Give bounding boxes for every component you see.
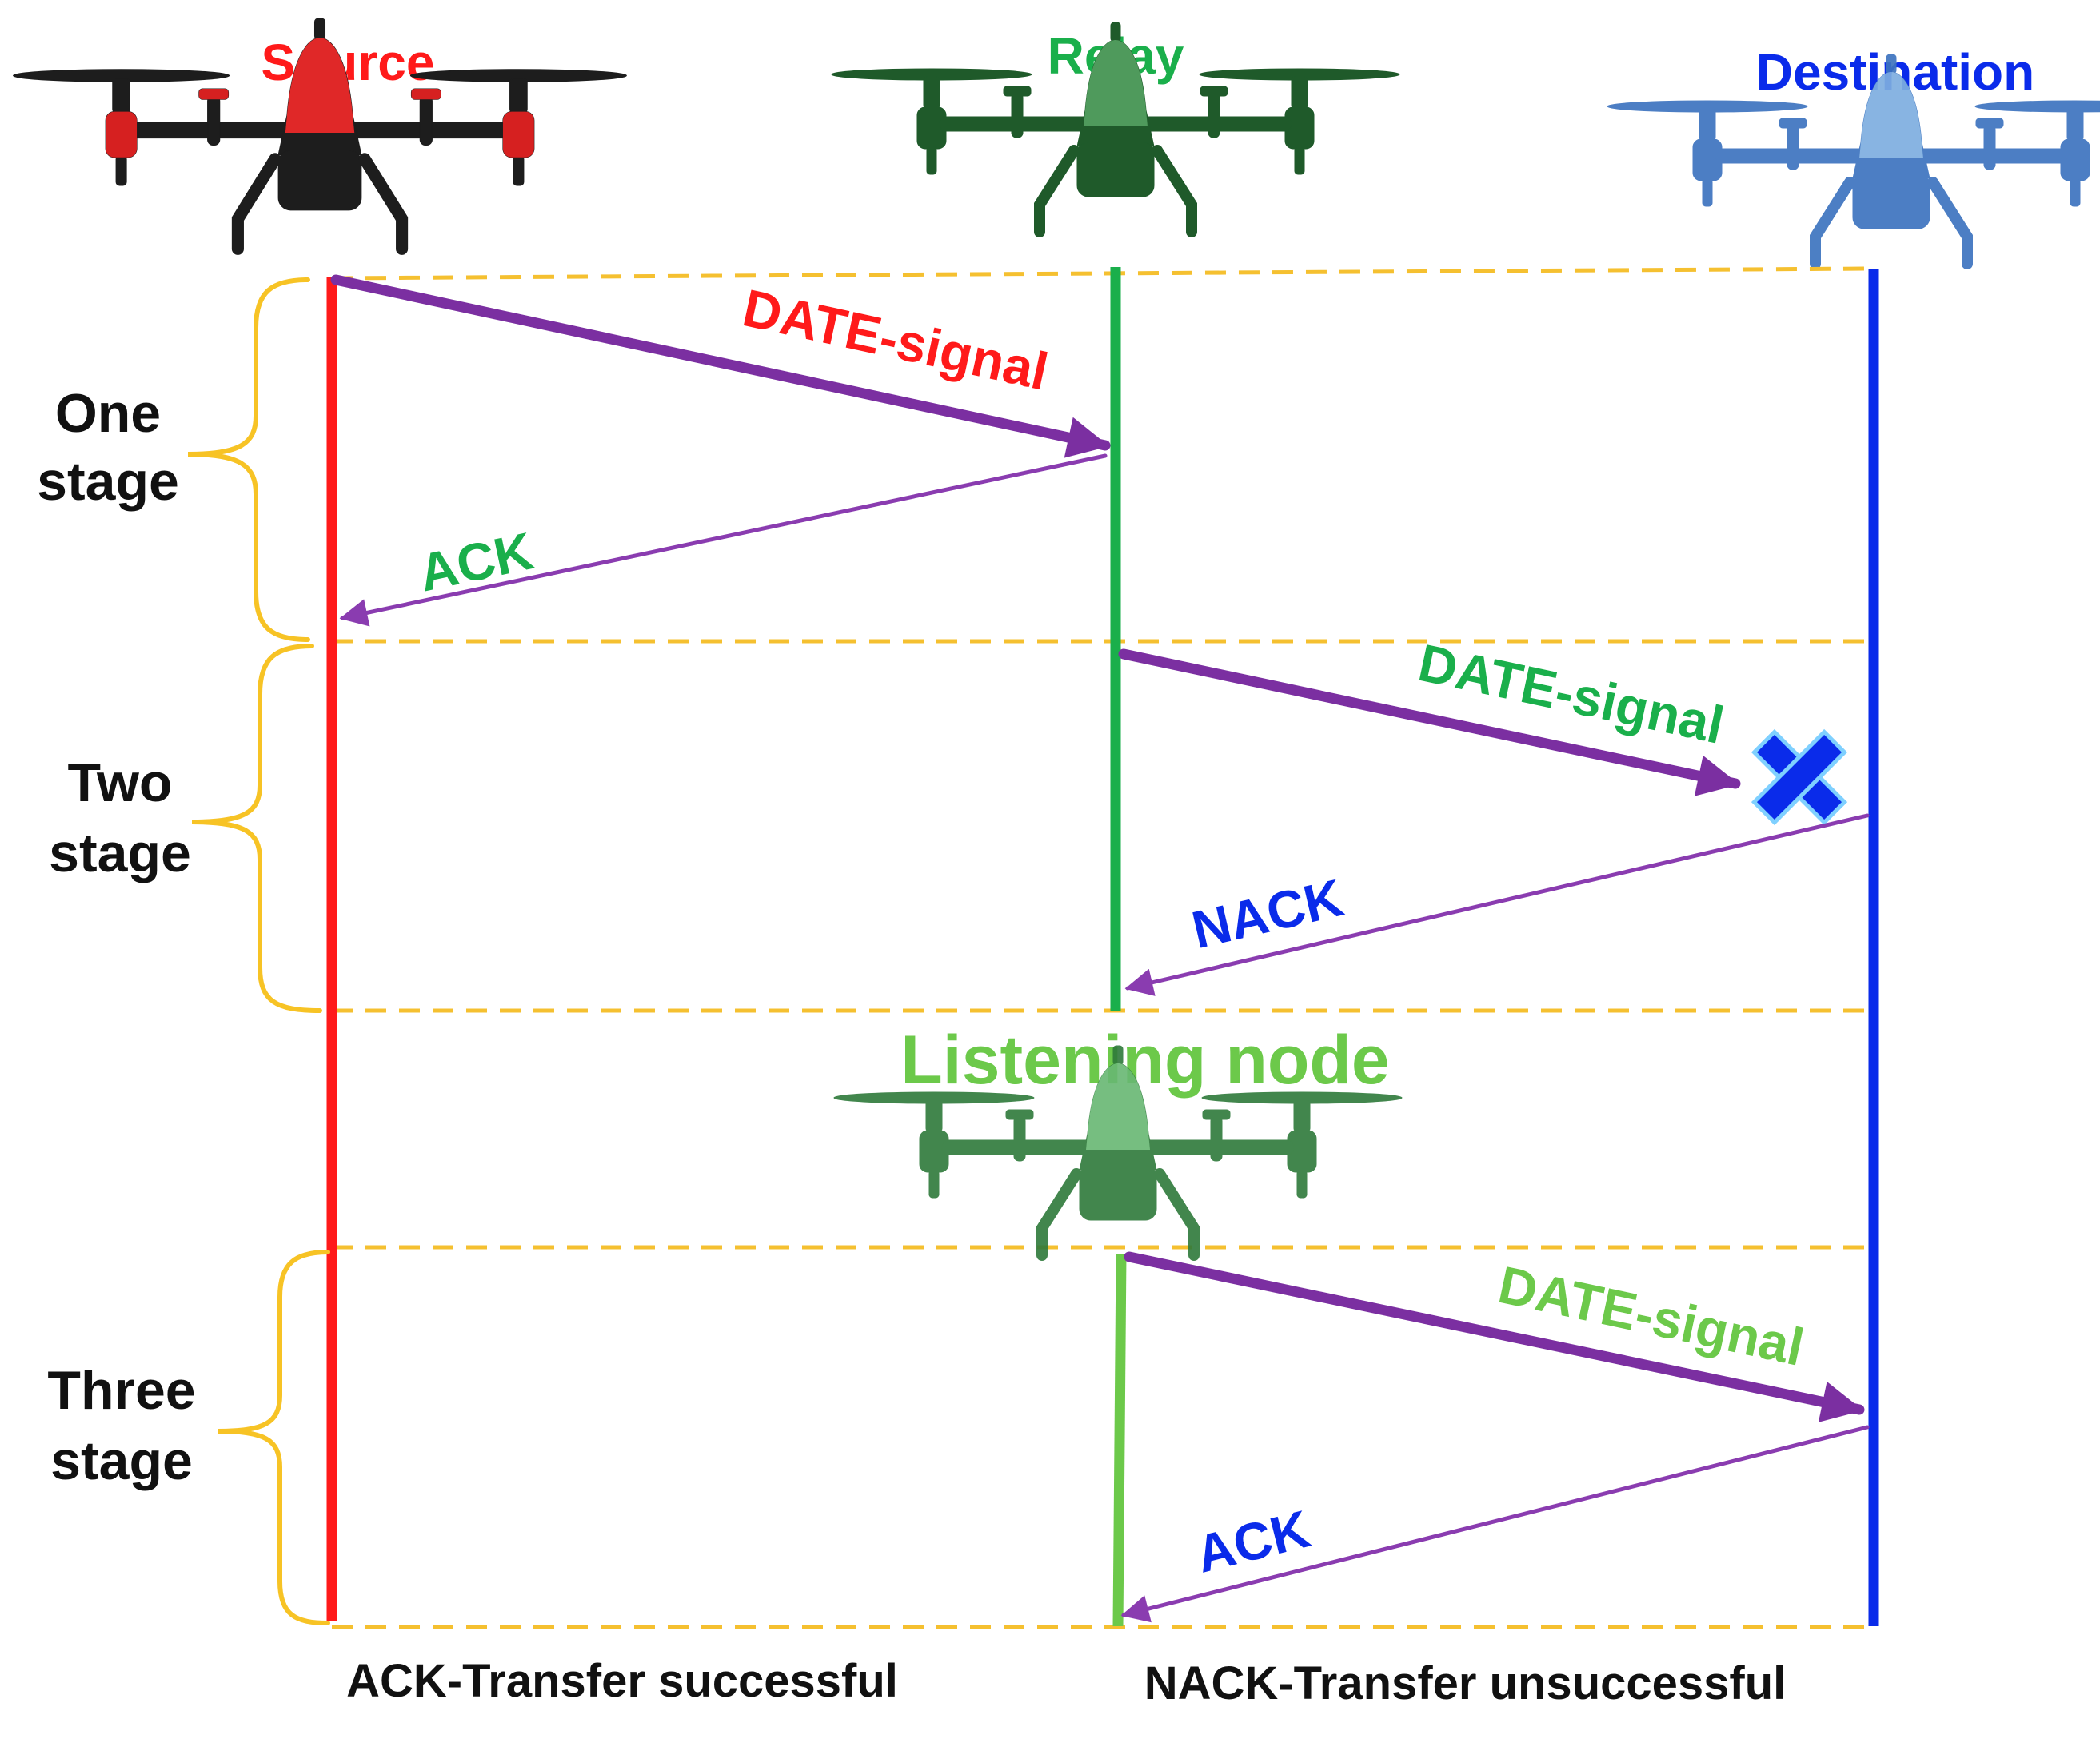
stage2-nack-label: NACK (1187, 868, 1349, 959)
stage1-data-arrow (330, 274, 1111, 458)
stage1-data-label: DATE-signal (738, 277, 1053, 401)
listening-node-title: Listening node (900, 1022, 1390, 1099)
stage2-data-arrow (1118, 648, 1741, 796)
stage1-ack-arrow (339, 453, 1108, 627)
relay-drone-icon (832, 22, 1399, 232)
stage-two-brace (191, 644, 322, 1013)
stage1-ack-label: ACK (414, 521, 539, 602)
stage2-data-label: DATE-signal (1414, 632, 1729, 755)
relay-lifeline-stage3 (1112, 1253, 1127, 1627)
stage-three-brace (217, 1250, 330, 1625)
stage-one-label-line1: One (55, 383, 161, 444)
destination-drone-icon (1607, 54, 2100, 264)
stage-one-brace (187, 277, 310, 642)
stage2-nack-arrow (1124, 813, 1870, 996)
source-drone-icon (14, 18, 627, 249)
transmission-failed-icon (1751, 728, 1848, 826)
stage-two-label-line1: Two (68, 752, 173, 813)
stage-one-label-line2: stage (37, 451, 179, 512)
stage-three-label-line1: Three (47, 1360, 195, 1421)
stage-two-label-line2: stage (49, 823, 191, 883)
stage3-data-label: DATE-signal (1494, 1254, 1809, 1377)
guide-line-top (331, 266, 1868, 281)
footer-ack-meaning: ACK-Transfer successful (346, 1655, 898, 1707)
stage3-ack-arrow (1120, 1425, 1870, 1623)
listening-drone-icon (834, 1046, 1402, 1255)
stage-three-label-line2: stage (50, 1430, 193, 1491)
footer-nack-meaning: NACK-Transfer unsuccessful (1144, 1657, 1787, 1709)
stage3-data-arrow (1124, 1251, 1865, 1422)
